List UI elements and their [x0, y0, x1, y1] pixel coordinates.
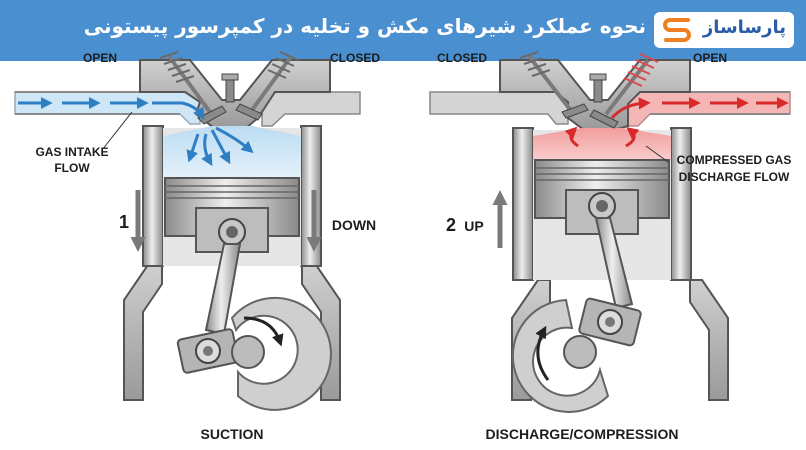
discharge-caption: DISCHARGE/COMPRESSION — [486, 426, 679, 442]
gas-intake-label-line1: GAS INTAKE — [35, 145, 108, 159]
discharge-valve-closed — [235, 51, 299, 121]
rotation-arrow-icon — [243, 316, 284, 347]
discharge-pipe — [627, 91, 791, 127]
suction-valve-open — [159, 51, 227, 125]
parsasaz-logo-icon — [663, 18, 691, 42]
crankshaft — [230, 296, 332, 411]
connecting-rod-right — [578, 217, 642, 347]
discharge-valve-open — [589, 53, 659, 129]
page-title: نحوه عملکرد شیرهای مکش و تخلیه در کمپرسو… — [83, 14, 646, 38]
cylinder-wall-right — [300, 125, 322, 267]
discharge-valve-left-label: CLOSED — [437, 51, 487, 65]
suction-diagram: OPEN CLOSED GAS INTAKE FLOW 1 DOWN SUCTI… — [14, 51, 380, 442]
rotation-arrow-icon — [535, 325, 550, 381]
cylinder-wall-left — [142, 125, 164, 267]
discharge-flow-arrows — [564, 97, 789, 148]
direction-label-up: UP — [464, 218, 483, 234]
step-number-2: 2 — [446, 215, 456, 235]
piston-raised — [534, 159, 670, 235]
brand-logo[interactable]: پارساساز — [654, 12, 794, 48]
crankcase — [123, 261, 163, 401]
direction-label-down: DOWN — [332, 217, 376, 233]
valve-spring-icon — [159, 51, 195, 83]
brand-logo-text: پارساساز — [702, 17, 786, 38]
header-banner: نحوه عملکرد شیرهای مکش و تخلیه در کمپرسو… — [0, 0, 806, 61]
discharge-diagram: CLOSED OPEN COMPRESSED GAS DISCHARGE FLO… — [429, 51, 792, 442]
compressed-gas-label-line1: COMPRESSED GAS — [677, 153, 792, 167]
suction-valve-right-label: CLOSED — [330, 51, 380, 65]
compressed-gas-label-line2: DISCHARGE FLOW — [679, 170, 790, 184]
step-number-1: 1 — [119, 212, 129, 232]
suction-valve-closed — [519, 51, 589, 119]
suction-valve-left-label: OPEN — [83, 51, 117, 65]
gas-intake-label-line2: FLOW — [54, 161, 90, 175]
intake-pipe — [14, 91, 201, 125]
discharge-valve-right-label: OPEN — [693, 51, 727, 65]
intake-gas — [163, 126, 301, 178]
connecting-rod — [176, 243, 242, 374]
valve-spring-icon — [623, 53, 659, 87]
suction-caption: SUCTION — [201, 426, 264, 442]
intake-flow-arrows — [18, 97, 254, 167]
compressed-gas — [533, 128, 671, 160]
